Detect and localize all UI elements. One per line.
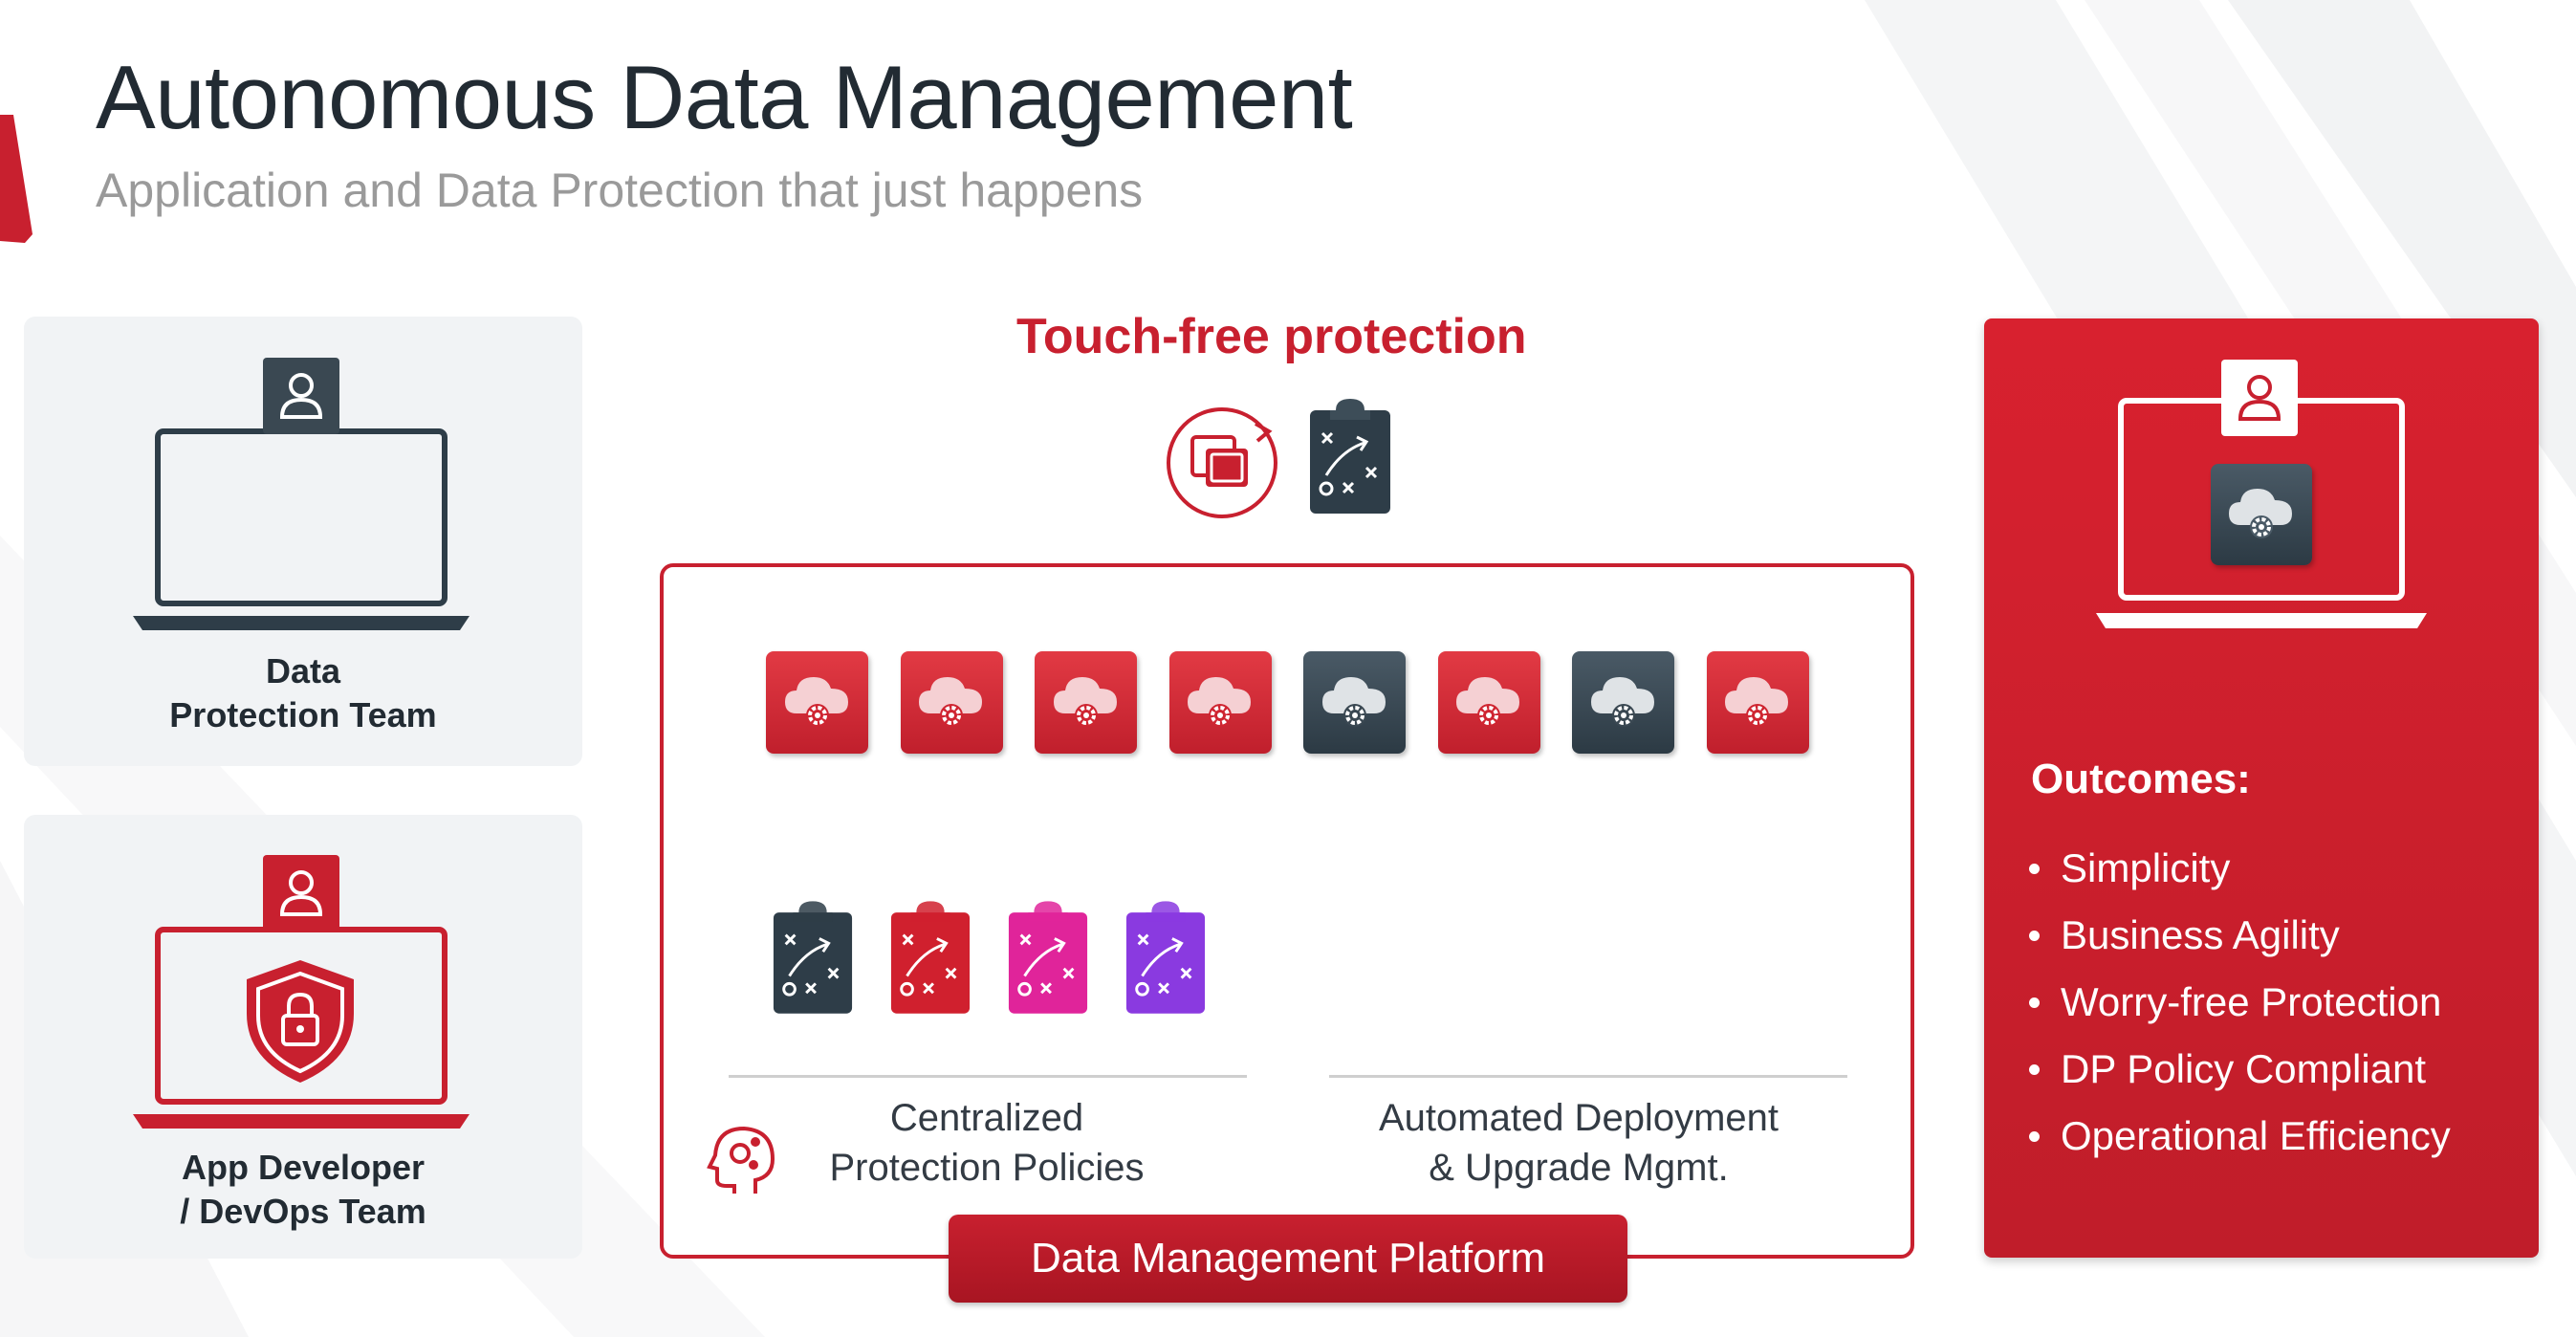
outcome-item: DP Policy Compliant [2029, 1036, 2451, 1103]
playbook-clipboard-icon [1125, 901, 1206, 1014]
outcome-item-label: DP Policy Compliant [2061, 1046, 2427, 1091]
centralized-policies-caption: Centralized Protection Policies [829, 1097, 1145, 1189]
app-developer-team-label: App Developer / DevOps Team [180, 1148, 426, 1231]
slide-subtitle: Application and Data Protection that jus… [96, 164, 1144, 217]
bullet-icon [2029, 930, 2040, 941]
cloud-gear-icon [1572, 651, 1674, 754]
cloud-gear-icon [1303, 651, 1406, 754]
playbook-clipboard-icon [1310, 399, 1390, 514]
divider-left [729, 1075, 1247, 1078]
data-protection-team-label: Data Protection Team [169, 651, 437, 734]
bullet-icon [2029, 1063, 2040, 1075]
cloud-gear-icon [1035, 651, 1137, 754]
cloud-gear-icon [1168, 651, 1272, 754]
divider-right [1329, 1075, 1847, 1078]
data-management-platform-button[interactable]: Data Management Platform [949, 1215, 1627, 1303]
bullet-icon [2029, 1130, 2040, 1142]
outcome-item: Business Agility [2029, 902, 2451, 969]
slide-title: Autonomous Data Management [96, 47, 1353, 147]
bullet-icon [2029, 997, 2040, 1008]
cloud-gear-icon [766, 651, 868, 754]
outcome-item: Operational Efficiency [2029, 1103, 2451, 1170]
outcome-item: Simplicity [2029, 835, 2451, 902]
outcome-item-label: Operational Efficiency [2061, 1113, 2451, 1158]
outcome-item: Worry-free Protection [2029, 969, 2451, 1036]
playbook-clipboard-icon [1008, 901, 1088, 1014]
cloud-gear-icon [1706, 651, 1809, 754]
outcomes-title: Outcomes: [2031, 756, 2251, 802]
touch-free-title: Touch-free protection [1016, 309, 1527, 364]
rotate-copy-icon [1167, 407, 1277, 518]
bullet-icon [2029, 863, 2040, 874]
user-icon [263, 358, 339, 434]
red-slash-accent [0, 115, 33, 243]
playbook-clipboard-icon [773, 901, 853, 1014]
cloud-gear-icon [900, 651, 1003, 754]
outcome-item-label: Worry-free Protection [2061, 979, 2442, 1024]
automated-deployment-caption: Automated Deployment & Upgrade Mgmt. [1378, 1097, 1779, 1189]
outcome-item-label: Simplicity [2061, 845, 2231, 890]
data-protection-team-card: Data Protection Team [24, 317, 582, 766]
app-developer-team-card: App Developer / DevOps Team [24, 815, 582, 1259]
head-gears-icon [707, 1126, 775, 1194]
cloud-gear-icon [1437, 651, 1540, 754]
data-management-platform-box [660, 563, 1914, 1259]
user-icon [2221, 360, 2298, 436]
cloud-gear-icon [2211, 464, 2312, 565]
user-icon [263, 855, 339, 932]
shield-lock-icon [247, 960, 354, 1083]
playbook-clipboard-icon [890, 901, 971, 1014]
outcome-item-label: Business Agility [2061, 912, 2340, 957]
